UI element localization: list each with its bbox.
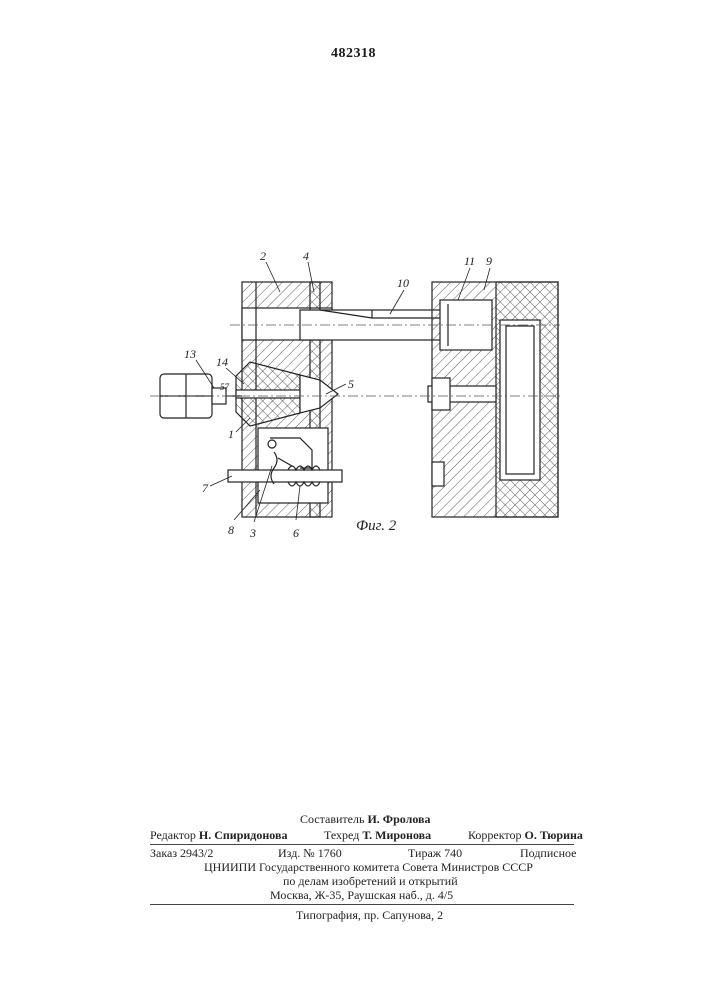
label-3: 3 — [249, 526, 256, 540]
org-line-2: по делам изобретений и открытий — [283, 874, 458, 889]
label-6: 6 — [293, 526, 299, 540]
label-8: 8 — [228, 523, 234, 537]
org-line-3: Москва, Ж-35, Раушская наб., д. 4/5 — [270, 888, 453, 903]
compiler-role: Составитель — [300, 812, 364, 826]
label-13: 13 — [184, 347, 196, 361]
org-line-1: ЦНИИПИ Государственного комитета Совета … — [204, 860, 533, 875]
label-9: 9 — [486, 254, 492, 268]
label-2: 2 — [260, 249, 266, 263]
editor-line: Редактор Н. Спиридонова — [150, 828, 287, 843]
label-14: 14 — [216, 355, 228, 369]
compiler-name: И. Фролова — [367, 812, 430, 826]
order: Заказ 2943/2 — [150, 846, 213, 861]
corrector-role: Корректор — [468, 828, 522, 842]
right-housing — [428, 282, 558, 517]
label-4: 4 — [303, 249, 309, 263]
editor-name: Н. Спиридонова — [199, 828, 288, 842]
printer: Типография, пр. Сапунова, 2 — [296, 908, 443, 923]
divider-bottom — [150, 904, 574, 905]
figure-caption: Фиг. 2 — [356, 518, 397, 534]
corrector-line: Корректор О. Тюрина — [468, 828, 583, 843]
corrector-name: О. Тюрина — [525, 828, 583, 842]
label-5: 5 — [348, 377, 354, 391]
editor-role: Редактор — [150, 828, 196, 842]
techred-line: Техред Т. Миронова — [324, 828, 431, 843]
subscription: Подписное — [520, 846, 577, 861]
label-1: 1 — [228, 427, 234, 441]
label-7: 7 — [202, 481, 209, 495]
circulation: Тираж 740 — [408, 846, 462, 861]
edition: Изд. № 1760 — [278, 846, 342, 861]
label-57: 57 — [220, 382, 230, 392]
label-10: 10 — [397, 276, 409, 290]
techred-name: Т. Миронова — [362, 828, 431, 842]
compiler-line: Составитель И. Фролова — [300, 812, 431, 827]
divider-top — [150, 844, 574, 845]
label-11: 11 — [464, 254, 475, 268]
techred-role: Техред — [324, 828, 359, 842]
